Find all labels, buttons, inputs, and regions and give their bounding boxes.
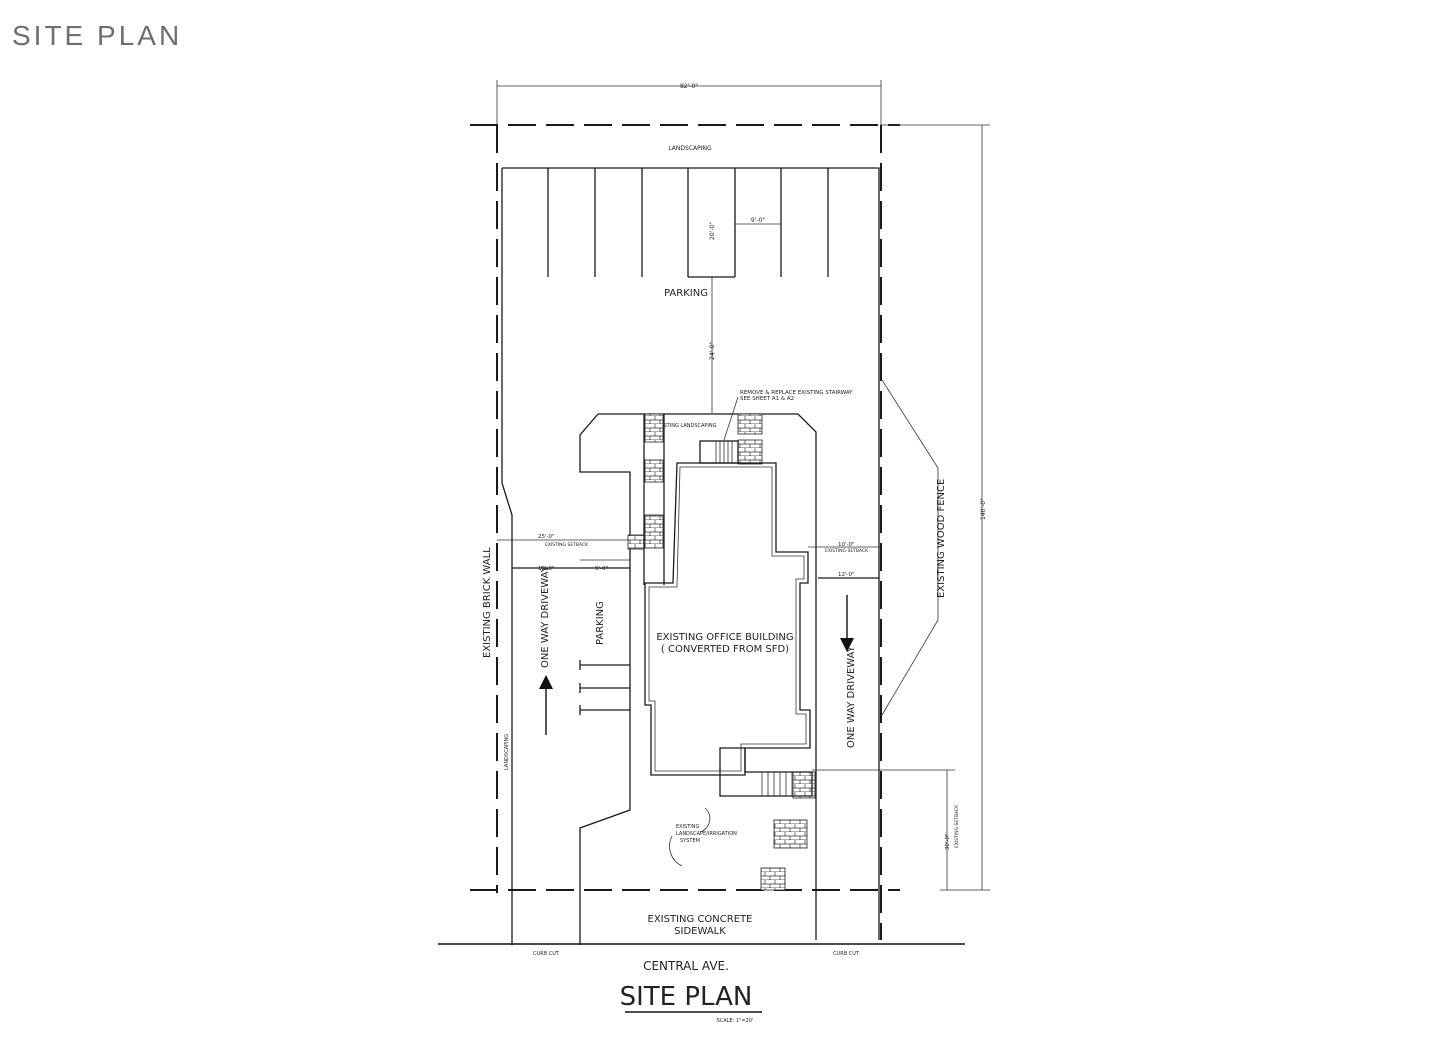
existing-landscaping-label: EXISTING LANDSCAPING xyxy=(655,423,716,429)
top-landscaping-label: LANDSCAPING xyxy=(668,145,712,152)
plan-title-block: SITE PLAN SCALE: 1"=20' xyxy=(620,982,762,1024)
dim-left-drive-label: 12'-0" xyxy=(538,566,555,572)
dim-left-setback-note: EXISTING SETBACK xyxy=(545,542,589,548)
irrigation-system: EXISTING LANDSCAPE/IRRIGATION SYSTEM xyxy=(669,807,737,867)
dimension-top: 82'-0" xyxy=(496,80,882,130)
front-setback-dimension: 30'-0" EXISTING SETBACK xyxy=(812,769,960,890)
dimension-right: 140'-0" xyxy=(880,124,990,891)
building-label-line1: EXISTING OFFICE BUILDING xyxy=(656,632,793,643)
right-dimensions: 10'-0" EXISTING SETBACK 12'-0" xyxy=(808,542,881,578)
dim-stall-width-label: 9'-0" xyxy=(751,217,765,224)
scale-note: SCALE: 1"=20' xyxy=(717,1018,754,1024)
wood-fence-label: EXISTING WOOD FENCE xyxy=(936,479,947,598)
page-title: SITE PLAN xyxy=(12,20,183,51)
one-way-right-label: ONE WAY DRIVEWAY xyxy=(846,645,857,748)
sidewalk-label-line2: SIDEWALK xyxy=(674,926,726,937)
dim-stall-depth-label: 20'-0" xyxy=(709,222,716,240)
office-building: EXISTING OFFICE BUILDING ( CONVERTED FRO… xyxy=(644,462,811,776)
dim-right-setback-label: 10'-0" xyxy=(838,542,855,548)
property-lines xyxy=(470,124,900,940)
irrigation-label-line3: SYSTEM xyxy=(680,838,700,844)
parking-top-label: PARKING xyxy=(664,288,708,299)
parking-stalls: 9'-0" 20'-0" 24'-0" xyxy=(547,168,829,413)
left-parking-stalls: PARKING xyxy=(579,601,630,715)
dim-top-label: 82'-0" xyxy=(680,83,698,90)
dim-aisle-label: 24'-0" xyxy=(709,342,716,360)
left-landscaping-label: LANDSCAPING xyxy=(504,734,510,770)
left-driveway: ONE WAY DRIVEWAY xyxy=(539,565,553,735)
brick-wall-label: EXISTING BRICK WALL xyxy=(482,547,493,658)
irrigation-label-line1: EXISTING xyxy=(676,824,700,830)
plan-title: SITE PLAN xyxy=(620,982,753,1012)
bottom-stair xyxy=(719,747,813,797)
dim-right-drive-label: 12'-0" xyxy=(838,572,855,578)
wood-fence-callout: EXISTING WOOD FENCE xyxy=(881,379,947,716)
sidewalk: EXISTING CONCRETE SIDEWALK CURB CUT CURB… xyxy=(438,914,965,957)
irrigation-label-line2: LANDSCAPE/IRRIGATION xyxy=(676,831,737,837)
curb-cut-left-label: CURB CUT xyxy=(533,951,560,957)
one-way-left-label: ONE WAY DRIVEWAY xyxy=(540,565,551,668)
dim-right-setback-note: EXISTING SETBACK xyxy=(825,548,869,554)
dim-right-overall-label: 140'-0" xyxy=(980,498,987,520)
left-dimensions: 25'-0" EXISTING SETBACK 12'-0" 9'-0" xyxy=(497,534,630,572)
stair-note-line1: REMOVE & REPLACE EXISTING STAIRWAY xyxy=(740,390,853,396)
top-stair xyxy=(699,440,739,464)
building-label-line2: ( CONVERTED FROM SFD) xyxy=(661,644,789,655)
street-label: CENTRAL AVE. xyxy=(643,959,729,973)
dim-front-setback-label: 30'-0" xyxy=(945,833,951,850)
parking-left-label: PARKING xyxy=(595,601,606,645)
building-island xyxy=(579,413,817,945)
right-driveway: ONE WAY DRIVEWAY xyxy=(840,595,857,748)
stair-note-line2: SEE SHEET A1 & A2 xyxy=(740,396,794,402)
dim-left-setback-label: 25'-0" xyxy=(538,534,555,540)
dim-left-parking-label: 9'-0" xyxy=(595,566,608,572)
paved-area-outline xyxy=(501,167,880,945)
sidewalk-label-line1: EXISTING CONCRETE xyxy=(648,914,753,925)
stair-note: REMOVE & REPLACE EXISTING STAIRWAY SEE S… xyxy=(723,390,853,441)
brick-walkways xyxy=(627,413,816,891)
curb-cut-right-label: CURB CUT xyxy=(833,951,860,957)
dim-front-setback-note: EXISTING SETBACK xyxy=(954,804,960,848)
